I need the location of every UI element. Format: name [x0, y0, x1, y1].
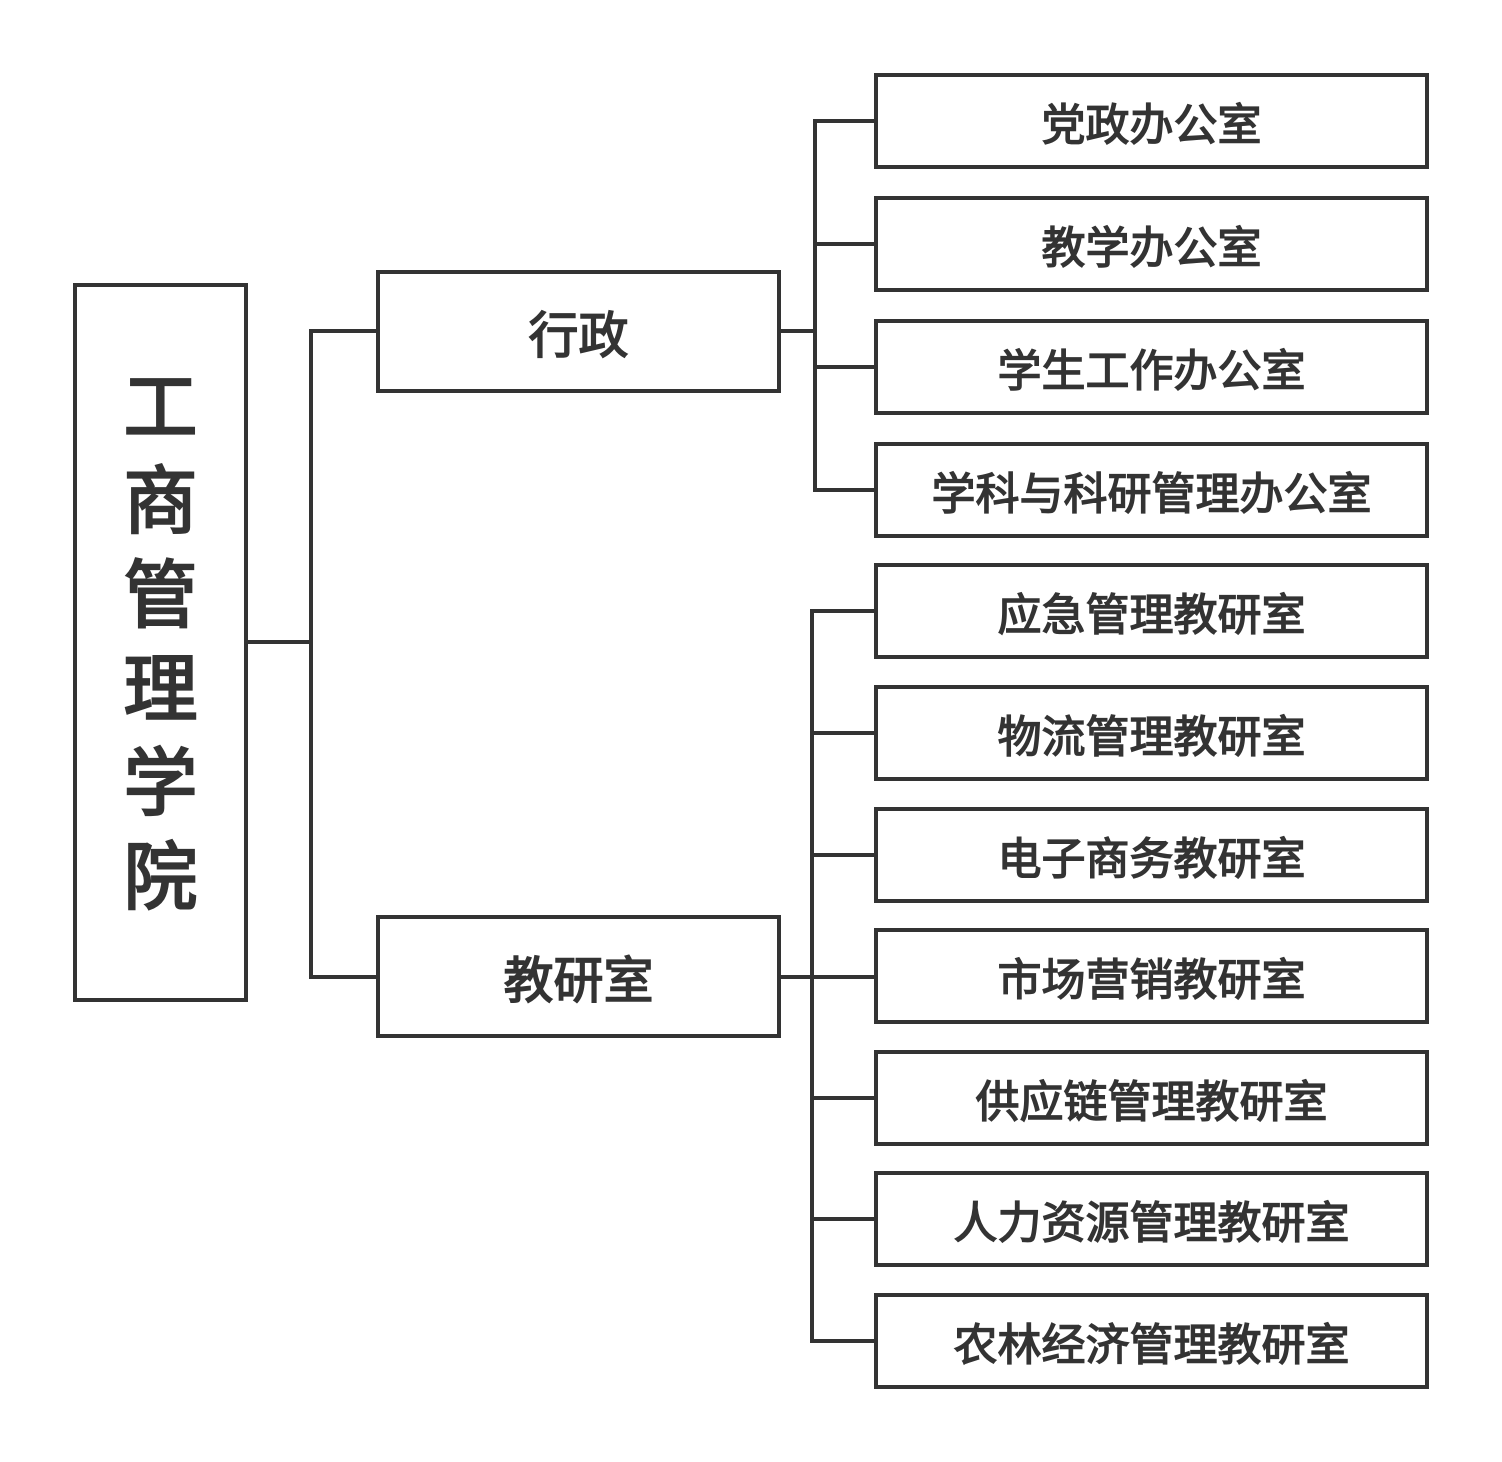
connector-research-leaf-6: [810, 1217, 876, 1221]
root-char-3: 管: [123, 552, 198, 639]
leaf-node-research-7: 农林经济管理教研室: [874, 1293, 1429, 1389]
connector-research-leaf-1: [810, 609, 876, 613]
connector-research-out: [779, 975, 815, 979]
root-char-6: 院: [123, 834, 198, 921]
leaf-node-research-4: 市场营销教研室: [874, 928, 1429, 1024]
connector-admin-out: [779, 329, 815, 333]
connector-research-leaf-5: [810, 1096, 876, 1100]
leaf-node-research-5: 供应链管理教研室: [874, 1050, 1429, 1146]
branch-node-research: 教研室: [376, 915, 781, 1038]
root-char-4: 理: [123, 646, 198, 733]
leaf-node-admin-4: 学科与科研管理办公室: [874, 442, 1429, 538]
branch-node-admin: 行政: [376, 270, 781, 393]
root-char-2: 商: [123, 458, 198, 545]
connector-trunk-to-research: [309, 975, 378, 979]
connector-admin-leaf-2: [813, 242, 876, 246]
leaf-node-research-6: 人力资源管理教研室: [874, 1171, 1429, 1267]
leaf-node-research-2: 物流管理教研室: [874, 685, 1429, 781]
leaf-node-admin-2: 教学办公室: [874, 196, 1429, 292]
leaf-node-research-1: 应急管理教研室: [874, 563, 1429, 659]
connector-research-leaf-4: [810, 975, 876, 979]
leaf-node-admin-3: 学生工作办公室: [874, 319, 1429, 415]
connector-trunk-to-admin: [309, 329, 378, 333]
connector-admin-vertical: [813, 119, 817, 492]
connector-admin-leaf-4: [813, 488, 876, 492]
connector-research-leaf-7: [810, 1339, 876, 1343]
leaf-node-admin-1: 党政办公室: [874, 73, 1429, 169]
root-node-box: 工 商 管 理 学 院: [73, 283, 248, 1002]
connector-research-leaf-3: [810, 853, 876, 857]
connector-research-leaf-2: [810, 731, 876, 735]
connector-admin-leaf-1: [813, 119, 876, 123]
connector-trunk-vertical: [309, 329, 313, 979]
connector-root-to-trunk: [246, 640, 312, 644]
root-char-5: 学: [123, 740, 198, 827]
connector-admin-leaf-3: [813, 365, 876, 369]
root-char-1: 工: [123, 364, 198, 451]
leaf-node-research-3: 电子商务教研室: [874, 807, 1429, 903]
